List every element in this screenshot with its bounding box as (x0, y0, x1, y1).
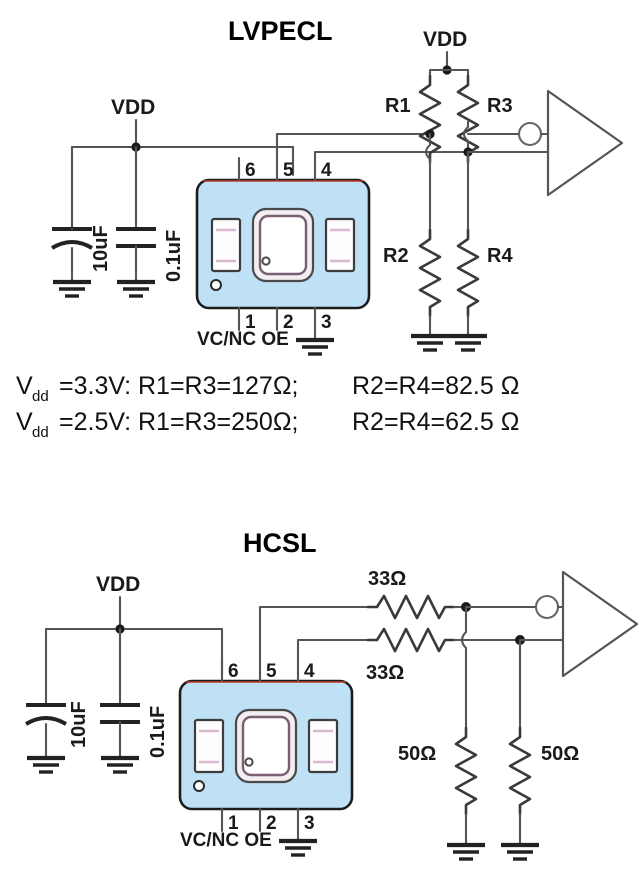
resistor-r2-symbol (418, 228, 442, 318)
hcsl-top-pin-6: 6 (228, 661, 239, 682)
lvpecl-vdd-label: VDD (111, 96, 155, 119)
cap-10uf-label: 10uF (68, 701, 90, 748)
hcsl-r-50-right-label: 50Ω (541, 743, 579, 765)
hcsl-bot-pin-2: 2 (266, 813, 277, 834)
buffer-triangle-icon (561, 570, 639, 678)
inversion-bubble-icon (517, 121, 543, 147)
lvpecl-r1-label: R1 (385, 95, 411, 117)
ground-symbol (117, 282, 155, 296)
eq-1-subscript: dd (32, 424, 49, 441)
eq-0-text: =3.3V: R1=R3=127Ω; (59, 372, 298, 400)
lvpecl-cap-0-1uf: 0.1uF (116, 227, 185, 296)
buffer-triangle-icon (546, 89, 624, 197)
ground-symbol (279, 841, 317, 855)
eq-0-subscript: dd (32, 388, 49, 405)
eq-1-symbol: V (16, 408, 33, 436)
equations-block: V dd =3.3V: R1=R3=127Ω; R2=R4=82.5 Ω V d… (16, 372, 519, 441)
hcsl-bot-pin-1: 1 (228, 813, 239, 834)
ground-symbol (411, 336, 449, 350)
resistor-50-left-symbol (454, 726, 478, 816)
resistor-33-upper-symbol (366, 594, 456, 620)
hcsl-r-33-lower-label: 33Ω (366, 662, 404, 684)
ground-symbol (447, 845, 485, 859)
lvpecl-title: LVPECL (228, 16, 333, 46)
hcsl-r-50-left-label: 50Ω (398, 743, 436, 765)
resistor-50-right-symbol (508, 726, 532, 816)
ground-symbol (501, 845, 539, 859)
lvpecl-bot-pin-1: 1 (245, 312, 256, 333)
lvpecl-top-pin-4: 4 (321, 160, 332, 181)
hcsl-top-pin-4: 4 (304, 661, 315, 682)
hcsl-vdd-text: VDD (96, 573, 140, 596)
resistor-r1-symbol (418, 74, 442, 164)
lvpecl-vdd-text: VDD (111, 96, 155, 119)
lvpecl-bot-pin-3: 3 (321, 312, 332, 333)
ground-symbol (53, 282, 91, 296)
hcsl-cap-0-1uf: 0.1uF (100, 703, 169, 772)
lvpecl-pin-function-label: VC/NC OE (197, 329, 289, 350)
hcsl-cap-10uf: 10uF (26, 701, 90, 772)
cap-0-1uf-label: 0.1uF (163, 230, 185, 282)
eq-1-text2: R2=R4=62.5 Ω (352, 408, 519, 436)
lvpecl-top-pin-5: 5 (283, 160, 294, 181)
lvpecl-bot-pin-2: 2 (283, 312, 294, 333)
lvpecl-cap-10uf: 10uF (52, 225, 112, 296)
resistor-r4-symbol (456, 228, 480, 318)
ground-symbol (101, 758, 139, 772)
eq-1-text: =2.5V: R1=R3=250Ω; (59, 408, 298, 436)
hcsl-r-33-upper-label: 33Ω (368, 568, 406, 590)
lvpecl-r4-label: R4 (487, 245, 513, 267)
lvpecl-oscillator-package (195, 178, 371, 310)
lvpecl-r3-label: R3 (487, 95, 513, 117)
lvpecl-r2-label: R2 (383, 245, 409, 267)
ground-symbol (449, 336, 487, 350)
hcsl-bot-pin-3: 3 (304, 813, 315, 834)
hcsl-receiver (464, 570, 639, 678)
cap-0-1uf-label: 0.1uF (147, 706, 169, 758)
resistor-33-lower-symbol (366, 627, 456, 653)
lvpecl-top-pin-6: 6 (245, 160, 256, 181)
ground-symbol (27, 758, 65, 772)
hcsl-top-pin-5: 5 (266, 661, 277, 682)
lvpecl-term-vdd-text: VDD (423, 28, 467, 51)
lvpecl-receiver (466, 89, 624, 197)
cap-10uf-label: 10uF (90, 225, 112, 272)
hcsl-pin-function-label: VC/NC OE (180, 830, 272, 851)
eq-0-symbol: V (16, 372, 33, 400)
inversion-bubble-icon (534, 594, 560, 620)
hcsl-oscillator-package (178, 679, 354, 811)
ground-symbol (296, 340, 334, 354)
hcsl-title: HCSL (243, 528, 317, 558)
eq-0-text2: R2=R4=82.5 Ω (352, 372, 519, 400)
